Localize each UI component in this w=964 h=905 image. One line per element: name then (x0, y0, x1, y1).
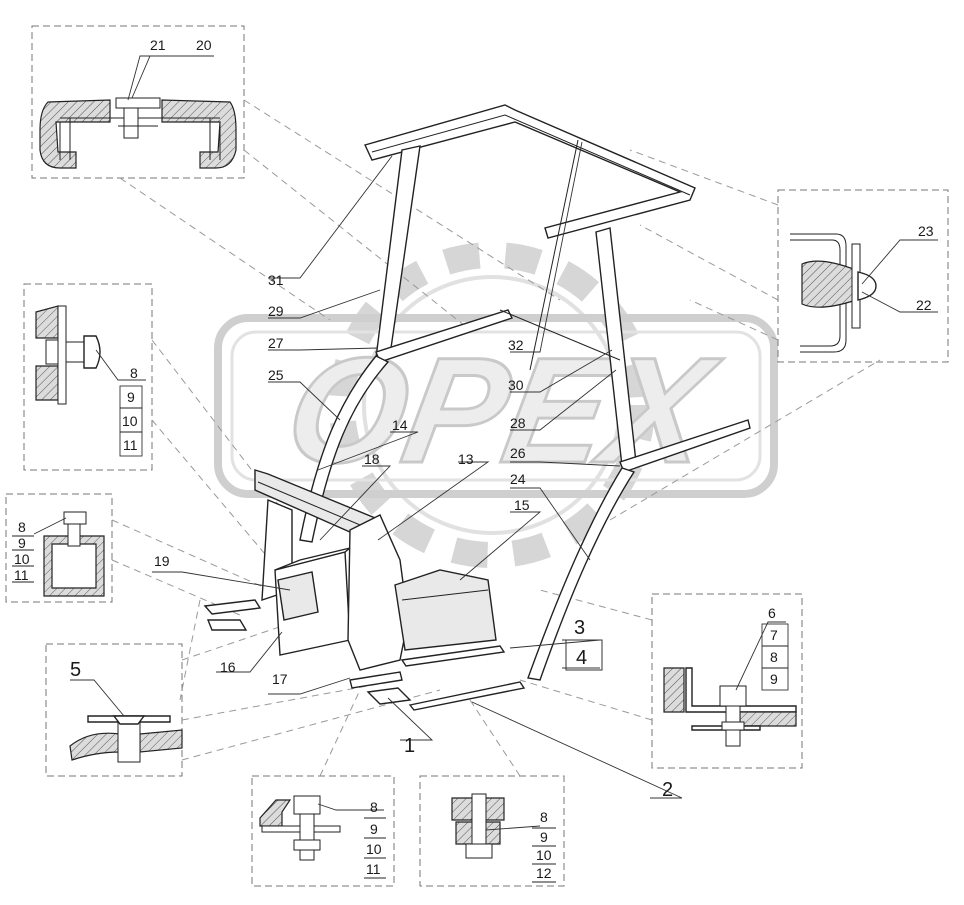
callout-31: 31 (268, 272, 284, 288)
detail-left-upper-section: 8 9 10 11 (35, 305, 146, 457)
detail-right-lower-6: 6 (768, 605, 776, 621)
callout-2: 2 (662, 779, 673, 801)
callout-17: 17 (272, 671, 288, 687)
detail-right-label-22: 22 (916, 297, 932, 313)
floor-plate-1 (366, 687, 412, 705)
detail-bottom-left-section: 8 9 10 11 (259, 795, 386, 879)
roof-frame (364, 104, 696, 239)
control-box-19 (277, 571, 319, 621)
cab-frame-assembly (203, 104, 751, 711)
detail-right-lower-9: 9 (770, 671, 778, 687)
callout-27: 27 (268, 335, 284, 351)
watermark-text: OPEX (275, 327, 729, 495)
callout-16: 16 (220, 659, 236, 675)
detail-bottom-left-10: 10 (366, 841, 382, 857)
callout-29: 29 (268, 303, 284, 319)
detail-frame-right-lower (651, 593, 803, 769)
detail-bottom-middle-9: 9 (540, 829, 548, 845)
detail-bottom-middle-section: 8 9 10 12 (451, 793, 556, 883)
detail-frame-left-lower (45, 643, 183, 777)
floor-strip-2 (408, 681, 526, 711)
detail-top-label-20: 20 (196, 37, 212, 53)
detail-right-section: 23 22 (790, 223, 938, 353)
detail-left-upper-9: 9 (127, 389, 135, 405)
detail-bottom-middle-12: 12 (536, 865, 552, 881)
callout-32: 32 (508, 337, 524, 353)
floor-plate-left (203, 599, 262, 615)
detail-bottom-left-9: 9 (370, 821, 378, 837)
detail-left-middle-9: 9 (18, 535, 26, 551)
detail-left-upper-8: 8 (130, 365, 138, 381)
floor-strip-3 (400, 645, 506, 667)
callout-26: 26 (510, 445, 526, 461)
front-rail-left (529, 139, 579, 371)
detail-right-lower-7: 7 (770, 627, 778, 643)
detail-bottom-left-11: 11 (366, 861, 381, 877)
callout-13: 13 (458, 451, 474, 467)
detail-frame-left-middle (5, 493, 113, 603)
detail-right-lower-8: 8 (770, 649, 778, 665)
detail-left-middle-section: 8 9 10 11 (12, 511, 105, 597)
detail-frame-bottom-middle (419, 775, 565, 887)
detail-right-lower-section: 6 7 8 9 (663, 605, 797, 747)
callout-3: 3 (574, 617, 585, 639)
wheel-arch-cover (394, 569, 497, 651)
detail-frame-top (31, 25, 245, 179)
detail-left-middle-8: 8 (18, 519, 26, 535)
callout-28: 28 (510, 415, 526, 431)
detail-left-lower-label-5: 5 (70, 659, 81, 681)
callout-24: 24 (510, 471, 526, 487)
callout-4: 4 (576, 647, 587, 669)
detail-top-section: 21 20 (39, 37, 237, 169)
floor-rail-17 (349, 671, 403, 689)
detail-left-upper-10: 10 (122, 413, 138, 429)
front-right-curved-pillar (527, 467, 636, 681)
callout-19: 19 (154, 553, 170, 569)
callout-4-box (565, 639, 603, 671)
detail-bottom-middle-8: 8 (540, 809, 548, 825)
detail-frame-right (777, 189, 949, 363)
watermark-logo: OPEX (214, 242, 778, 568)
detail-bottom-left-8: 8 (370, 799, 378, 815)
callout-25: 25 (268, 367, 284, 383)
detail-left-middle-11: 11 (14, 567, 29, 583)
detail-frame-bottom-left (251, 775, 395, 887)
detail-right-label-23: 23 (918, 223, 934, 239)
detail-top-label-21: 21 (150, 37, 166, 53)
detail-left-upper-11: 11 (123, 437, 138, 453)
detail-left-lower-section: 5 (69, 659, 183, 763)
callout-18: 18 (364, 451, 380, 467)
callout-30: 30 (508, 377, 524, 393)
detail-bottom-middle-10: 10 (536, 847, 552, 863)
detail-left-middle-10: 10 (14, 551, 30, 567)
callout-15: 15 (514, 497, 530, 513)
detail-frame-left-upper (23, 283, 153, 471)
callout-1: 1 (404, 735, 415, 757)
callout-14: 14 (392, 417, 408, 433)
